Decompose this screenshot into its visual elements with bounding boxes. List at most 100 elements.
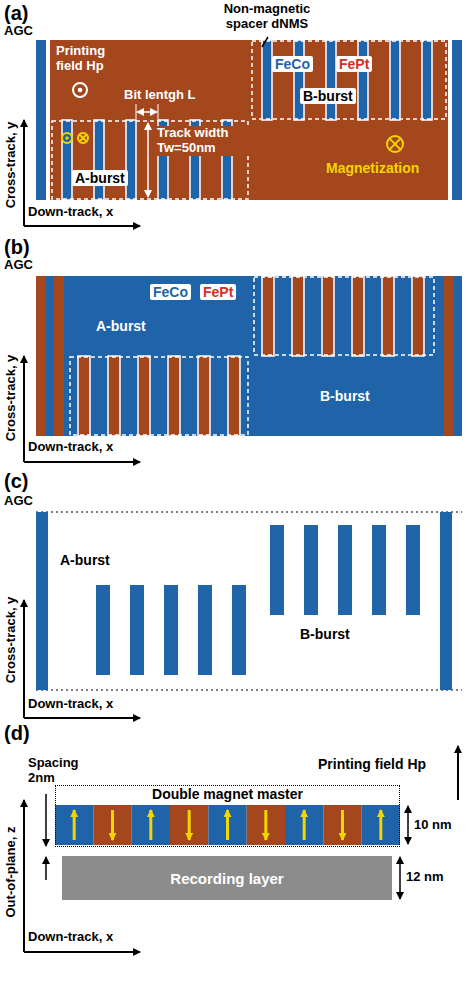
fept-stripe [352,276,364,356]
figure-label: Track width Tw=50nm [154,126,254,156]
feco-block [55,805,93,845]
axis-label: Out-of-plane, z [4,827,19,918]
printed-bit [164,585,178,675]
axis-label: Cross-track, y [4,355,19,442]
fept-stripe [138,356,150,436]
figure-label: (c) [4,470,28,493]
field-out-dot [78,88,83,93]
magnetization-arrow [341,810,344,840]
fept-stripe [322,276,334,356]
printed-bit [232,585,246,675]
spacing-arrow [45,794,47,846]
feco-stripe [422,40,432,120]
figure-label: Printing field Hp [56,44,120,74]
figure-label: Non-magnetic spacer dNMS [212,2,322,32]
track-boundary [36,512,462,513]
fept-block [170,805,208,845]
figure-label: A-burst [72,170,128,186]
feco-block [208,805,246,845]
magnetization-arrow [149,810,152,840]
magnetization-arrow [73,810,76,840]
agc-stripe [36,40,46,200]
fept-stripe [198,356,210,436]
field-out-dot [65,136,68,139]
fept-stripe [108,356,120,436]
figure-label: Bit lentgh L [124,88,196,103]
figure-label: 10 nm [414,818,452,833]
figure-label: Down-track, x [28,205,113,220]
agc-stripe [444,276,454,436]
field-in-symbol [78,133,88,143]
axis-arrow [23,120,25,226]
field-in-cross [80,135,87,142]
feco-stripe [294,40,304,120]
figure-label: (b) [4,236,30,259]
spacing-arrow [45,857,47,880]
field-in-cross [80,135,87,142]
feco-block [285,805,323,845]
burst-outline [70,357,248,435]
agc-stripe [36,276,46,436]
figure-label: AGC [4,494,33,509]
fept-stripe [262,276,274,356]
axis-label: Cross-track, y [4,122,19,209]
axis-arrow [24,717,140,719]
figure-label: AGC [4,258,33,273]
magnetization-arrow [264,810,267,840]
figure-label: (a) [4,2,28,25]
axis-arrow [23,356,25,462]
fept-block [247,805,285,845]
figure-label: Down-track, x [28,697,113,712]
agc-stripe [452,40,462,200]
feco-stripe [126,120,136,200]
printed-bit [372,525,386,615]
figure-label: Down-track, x [28,440,113,455]
figure-label: (d) [4,722,30,745]
printed-bit [96,585,110,675]
feco-stripe [326,40,336,120]
figure-label: B-burst [320,388,370,404]
printing-field-arrow [457,746,459,800]
figure-label: A-burst [60,552,110,568]
printed-bit [304,525,318,615]
figure-label: FePt [200,284,236,300]
recording-layer-box: Recording layer [62,856,392,900]
burst-outline [252,41,446,119]
magnetization-arrow [379,810,382,840]
feco-stripe [358,40,368,120]
printed-bit [338,525,352,615]
figure-label: Spacing 2nm [28,756,88,786]
axis-arrow [24,225,140,227]
bit-length-tick [158,104,159,119]
agc-stripe [36,512,48,690]
field-out-symbol [73,83,87,97]
box-label: Recording layer [166,870,287,887]
printed-bit [270,525,284,615]
figure-label: AGC [4,24,33,39]
axis-arrow [24,951,140,953]
feco-stripe [62,120,72,200]
fept-stripe [78,356,90,436]
thickness-arrow [407,806,409,844]
fept-stripe [412,276,424,356]
figure-label: Magnetization [326,160,419,176]
axis-arrow [24,461,140,463]
bit-length-arrow [137,111,157,113]
magnetization-arrow [303,810,306,840]
figure-label: FeCo [150,284,191,300]
master-box: Double magnet master [55,785,400,847]
agc-stripe [440,512,452,690]
fept-block [93,805,131,845]
printed-bit [406,525,420,615]
axis-arrow [23,600,25,718]
field-out-symbol [62,133,72,143]
figure-label: B-burst [300,88,356,104]
fept-layer [50,40,448,200]
axis-label: Cross-track, y [4,597,19,684]
spacer-leader [262,37,268,47]
figure-label: Printing field Hp [318,756,426,772]
box-label: Double magnet master [148,786,307,802]
thickness-arrow [399,857,401,899]
figure-label: 12 nm [406,870,444,885]
feco-stripe [94,120,104,200]
